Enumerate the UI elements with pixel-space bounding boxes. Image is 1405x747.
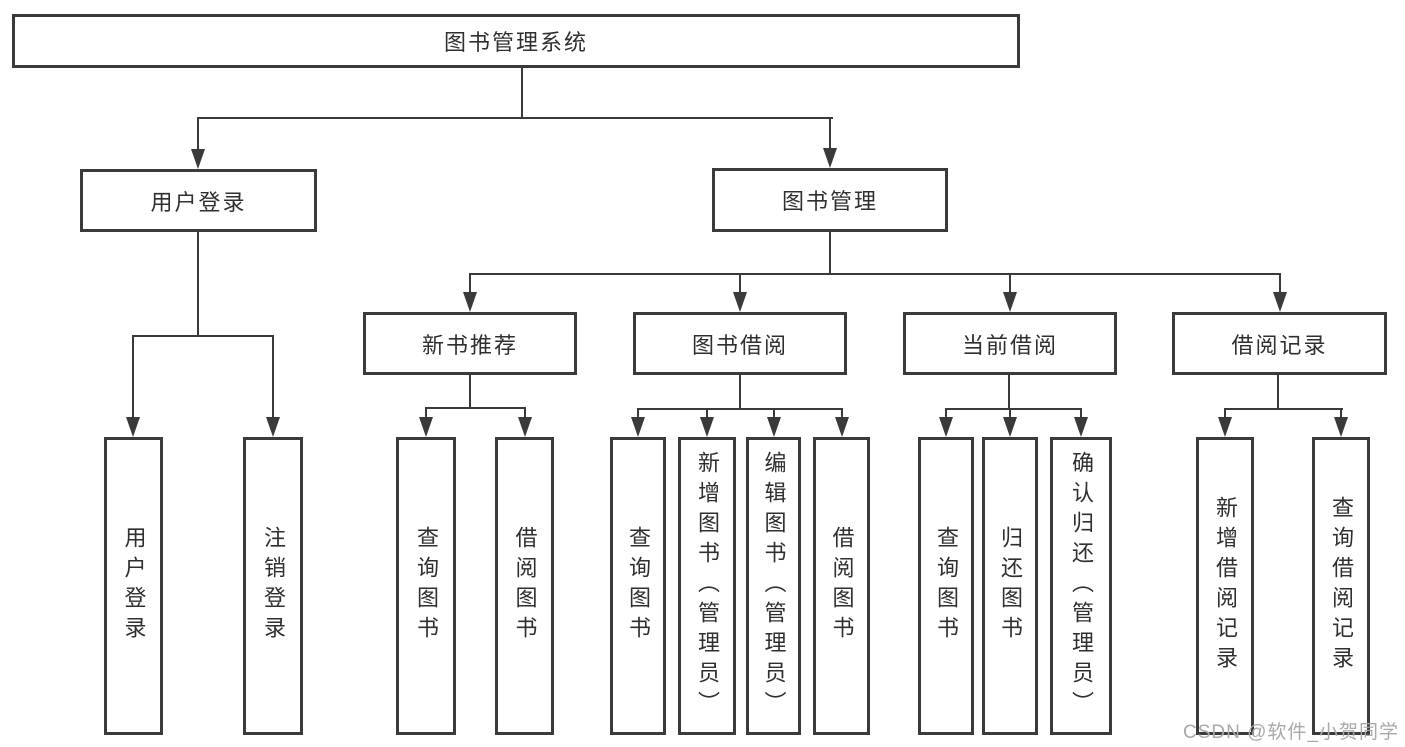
leaf-borrow-books-recommend: 借阅图书 bbox=[495, 437, 554, 735]
leaf-logout-label: 注销登录 bbox=[261, 526, 286, 646]
connector-line bbox=[637, 408, 639, 419]
node-book-management: 图书管理 bbox=[712, 168, 948, 232]
arrow-down-icon bbox=[700, 417, 714, 437]
node-book-management-label: 图书管理 bbox=[781, 189, 878, 214]
node-current-borrowing: 当前借阅 bbox=[903, 312, 1117, 375]
node-new-book-recommend: 新书推荐 bbox=[363, 312, 577, 375]
node-root: 图书管理系统 bbox=[12, 14, 1020, 68]
arrow-down-icon bbox=[1273, 292, 1287, 312]
connector-line bbox=[469, 273, 471, 294]
leaf-user-login: 用户登录 bbox=[104, 437, 163, 735]
connector-line bbox=[829, 232, 831, 274]
connector-line bbox=[132, 335, 134, 419]
node-current-borrowing-label: 当前借阅 bbox=[961, 332, 1058, 358]
connector-line bbox=[1340, 408, 1342, 419]
arrow-down-icon bbox=[126, 417, 140, 437]
arrow-down-icon bbox=[463, 292, 477, 312]
node-root-label: 图书管理系统 bbox=[443, 30, 588, 55]
arrow-down-icon bbox=[191, 149, 205, 169]
arrow-down-icon bbox=[1003, 292, 1017, 312]
leaf-search-books-borrowing-label: 查询图书 bbox=[626, 526, 651, 646]
connector-line bbox=[1009, 408, 1011, 419]
leaf-edit-books-admin-label: 编辑图书（管理员） bbox=[761, 451, 787, 721]
connector-line bbox=[829, 117, 831, 150]
node-user-login: 用户登录 bbox=[80, 169, 317, 232]
connector-line bbox=[425, 407, 427, 419]
leaf-borrow-books-recommend-label: 借阅图书 bbox=[512, 526, 538, 646]
connector-line bbox=[197, 117, 199, 151]
leaf-borrow-books-borrowing-label: 借阅图书 bbox=[829, 526, 855, 646]
leaf-add-books-admin: 新增图书（管理员） bbox=[678, 437, 736, 735]
leaf-search-books-borrowing: 查询图书 bbox=[610, 437, 666, 735]
connector-line bbox=[1224, 408, 1226, 419]
arrow-down-icon bbox=[1218, 417, 1232, 437]
arrow-down-icon bbox=[939, 417, 953, 437]
leaf-return-books: 归还图书 bbox=[982, 437, 1038, 735]
arrow-down-icon bbox=[631, 417, 645, 437]
connector-line bbox=[1224, 408, 1343, 410]
leaf-borrow-books-borrowing: 借阅图书 bbox=[813, 437, 870, 735]
connector-line bbox=[272, 335, 274, 419]
arrow-down-icon bbox=[266, 417, 280, 437]
connector-line bbox=[469, 273, 1281, 275]
node-user-login-label: 用户登录 bbox=[150, 189, 247, 215]
connector-line bbox=[841, 408, 843, 419]
leaf-user-login-label: 用户登录 bbox=[121, 526, 147, 646]
leaf-search-books-current-label: 查询图书 bbox=[934, 526, 959, 646]
connector-line bbox=[1277, 375, 1279, 409]
leaf-edit-books-admin: 编辑图书（管理员） bbox=[746, 437, 801, 735]
node-book-borrowing-label: 图书借阅 bbox=[691, 332, 788, 358]
connector-line bbox=[197, 117, 833, 119]
connector-line bbox=[425, 407, 526, 409]
connector-line bbox=[1279, 273, 1281, 294]
arrow-down-icon bbox=[419, 417, 433, 437]
connector-line bbox=[739, 273, 741, 294]
connector-line bbox=[1008, 375, 1010, 409]
leaf-search-borrowing-record: 查询借阅记录 bbox=[1312, 437, 1370, 735]
leaf-add-borrowing-record: 新增借阅记录 bbox=[1196, 437, 1254, 735]
connector-line bbox=[197, 232, 199, 336]
leaf-add-books-admin-label: 新增图书（管理员） bbox=[695, 451, 720, 721]
connector-line bbox=[132, 335, 274, 337]
connector-line bbox=[1080, 408, 1082, 419]
arrow-down-icon bbox=[835, 417, 849, 437]
leaf-confirm-return-admin: 确认归还（管理员） bbox=[1050, 437, 1112, 735]
connector-line bbox=[524, 407, 526, 419]
arrow-down-icon bbox=[1003, 417, 1017, 437]
leaf-return-books-label: 归还图书 bbox=[998, 526, 1023, 646]
connector-line bbox=[637, 408, 843, 410]
arrow-down-icon bbox=[1074, 417, 1088, 437]
leaf-search-borrowing-record-label: 查询借阅记录 bbox=[1329, 496, 1354, 676]
leaf-search-books-recommend: 查询图书 bbox=[396, 437, 456, 735]
node-borrowing-records-label: 借阅记录 bbox=[1231, 332, 1328, 358]
connector-line bbox=[469, 375, 471, 408]
node-new-book-recommend-label: 新书推荐 bbox=[421, 332, 518, 358]
connector-line bbox=[739, 375, 741, 409]
leaf-search-books-current: 查询图书 bbox=[918, 437, 974, 735]
leaf-logout: 注销登录 bbox=[243, 437, 303, 735]
node-book-borrowing: 图书借阅 bbox=[633, 312, 847, 375]
leaf-search-books-recommend-label: 查询图书 bbox=[414, 526, 439, 646]
connector-line bbox=[1009, 273, 1011, 294]
node-borrowing-records: 借阅记录 bbox=[1172, 312, 1387, 375]
csdn-watermark: CSDN @软件_小贺同学 bbox=[1183, 722, 1399, 743]
connector-line bbox=[521, 68, 523, 118]
leaf-add-borrowing-record-label: 新增借阅记录 bbox=[1213, 496, 1238, 676]
connector-line bbox=[773, 408, 775, 419]
arrow-down-icon bbox=[767, 417, 781, 437]
connector-line bbox=[706, 408, 708, 419]
connector-line bbox=[945, 408, 1082, 410]
arrow-down-icon bbox=[823, 148, 837, 168]
connector-line bbox=[945, 408, 947, 419]
arrow-down-icon bbox=[1334, 417, 1348, 437]
arrow-down-icon bbox=[518, 417, 532, 437]
arrow-down-icon bbox=[733, 292, 747, 312]
leaf-confirm-return-admin-label: 确认归还（管理员） bbox=[1069, 451, 1094, 721]
